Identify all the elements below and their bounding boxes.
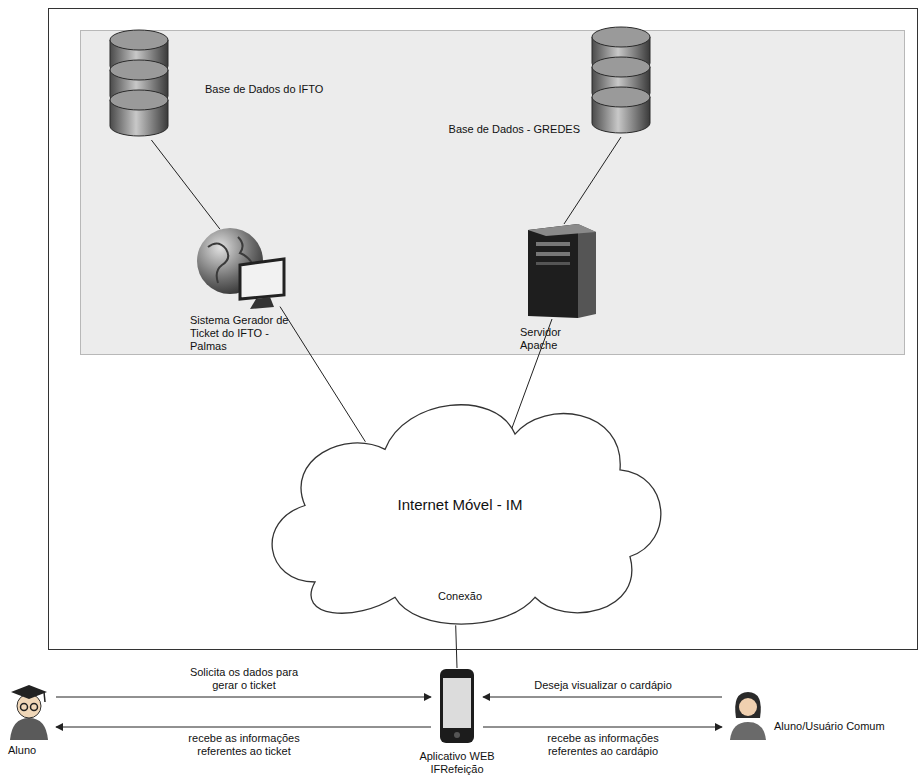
node-label: Aplicativo WEB IFRefeição [405,750,509,776]
node-label: Base de Dados - GREDES [449,123,580,136]
connector-line [280,307,365,442]
connector-line [483,727,722,728]
node-label: Sistema Gerador de Ticket do IFTO - Palm… [190,314,290,354]
edge-label: Deseja visualizar o cardápio [511,679,695,692]
node-label: Aluno/Usuário Comum [774,720,885,733]
edge-label: recebe as informações referentes ao card… [531,732,675,758]
node-icon [437,668,477,744]
node-icon [590,25,652,137]
edge-label: recebe as informações referentes ao tick… [177,732,311,758]
node-icon [520,222,600,322]
node-icon [8,682,50,740]
server-panel [81,31,905,355]
diagram-node: Aluno/Usuário Comum [728,690,768,740]
connector-line [483,697,722,698]
node-label: Internet Móvel - IM [245,496,675,514]
connector-line [456,625,457,668]
connector-line [56,727,431,728]
outer-frame [49,9,918,650]
diagram-node: Internet Móvel - IM Conexão [245,378,675,633]
connector-line [564,137,621,224]
connector-line [56,697,431,698]
node-icon [108,28,170,140]
diagram-node: Servidor Apache [520,222,600,322]
diagram-node: Base de Dados - GREDES [590,25,652,137]
node-label: Aluno [8,744,36,757]
diagram-node: Base de Dados do IFTO [108,28,170,140]
diagram-node: Sistema Gerador de Ticket do IFTO - Palm… [190,225,290,310]
diagram-node: Aluno [8,682,50,740]
connector-line [151,140,220,229]
diagram-node: Aplicativo WEB IFRefeição [437,668,477,744]
node-label: Servidor Apache [520,326,600,352]
edge-label: Solicita os dados para gerar o ticket [182,666,306,692]
node-icon [190,225,290,310]
node-icon [728,690,768,740]
node-label: Base de Dados do IFTO [205,83,323,96]
node-label: Conexão [245,590,675,603]
